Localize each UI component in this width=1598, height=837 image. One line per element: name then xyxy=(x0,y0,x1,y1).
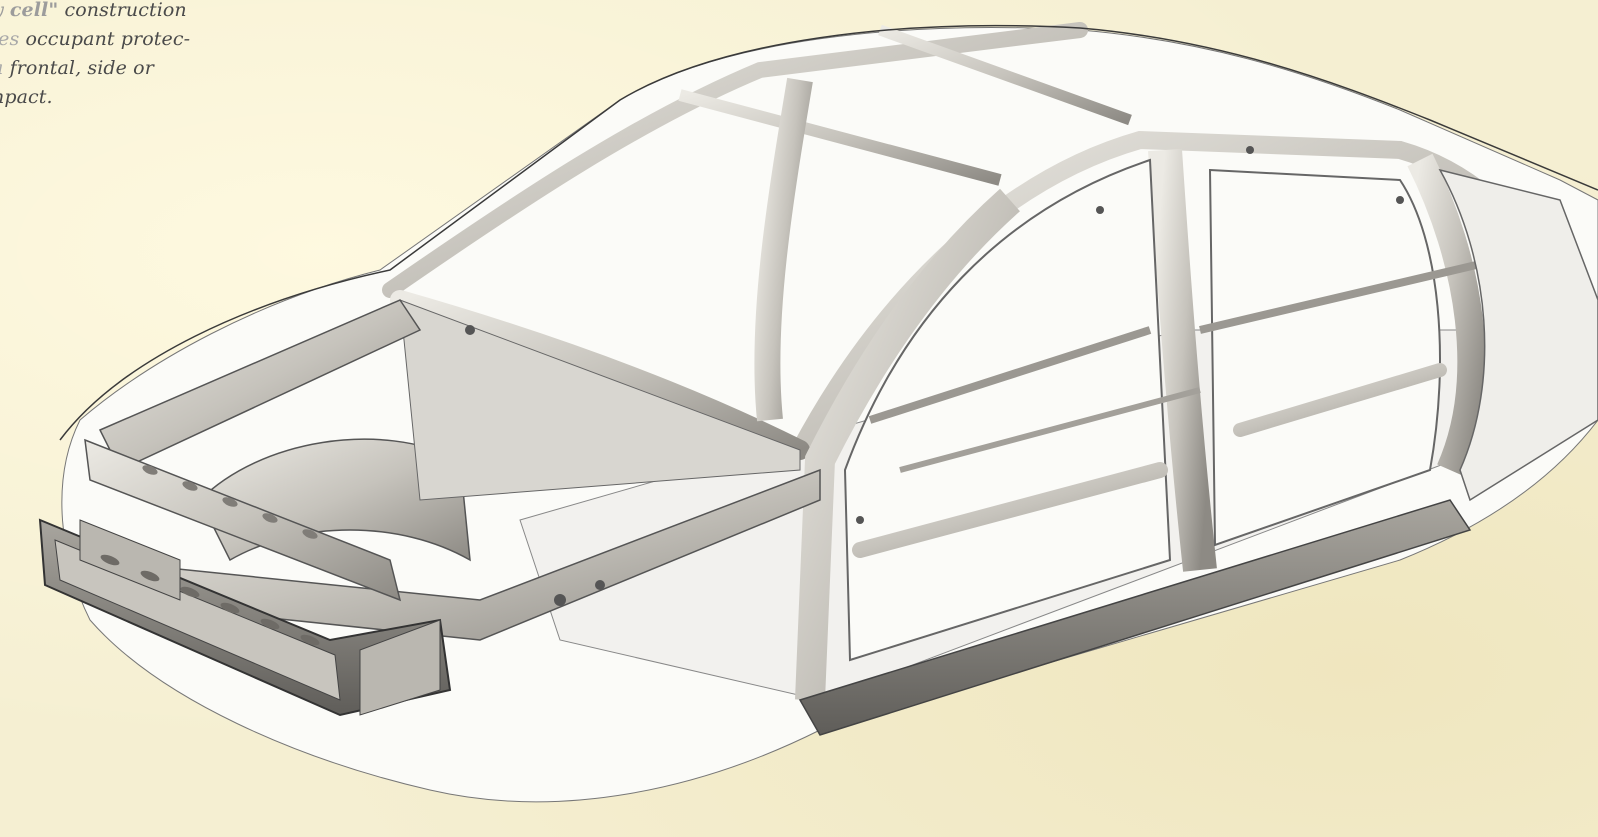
cowl-panel xyxy=(399,299,801,501)
radiator-support xyxy=(84,438,402,602)
caption-text: y cell" construction les occupant protec… xyxy=(0,0,207,112)
caption-line-1: y cell" construction xyxy=(0,0,207,25)
rear-door-opening xyxy=(1208,168,1441,547)
crush-box-right xyxy=(359,619,441,716)
windshield-header xyxy=(390,290,810,460)
rocker-sill xyxy=(798,499,1472,736)
roof-rail-left xyxy=(382,22,1088,298)
caption-line-2: les occupant protec- xyxy=(0,28,191,50)
rear-door-beam xyxy=(1233,363,1447,437)
front-door-beam xyxy=(852,462,1168,558)
a-pillar-left xyxy=(754,77,813,422)
floor-crossmember-3 xyxy=(899,387,1201,473)
roof-crossbar-rear xyxy=(878,24,1132,126)
support-slots xyxy=(142,465,318,539)
frame-holes xyxy=(465,146,1404,606)
caption-emphasis: y cell" xyxy=(0,0,59,21)
caption-line-3: a frontal, side or xyxy=(0,57,154,79)
body-outline xyxy=(59,24,1598,441)
c-pillar-right xyxy=(1407,153,1486,476)
rear-quarter xyxy=(1438,168,1598,502)
a-pillar-right xyxy=(795,188,1020,701)
roof-crossbar-front xyxy=(678,89,1002,186)
caption-line-4: npact. xyxy=(0,86,53,108)
b-pillar-right xyxy=(1148,148,1217,572)
floor-crossmember-1 xyxy=(868,326,1152,424)
bumper-slots xyxy=(100,554,320,646)
bumper-face xyxy=(54,539,341,701)
